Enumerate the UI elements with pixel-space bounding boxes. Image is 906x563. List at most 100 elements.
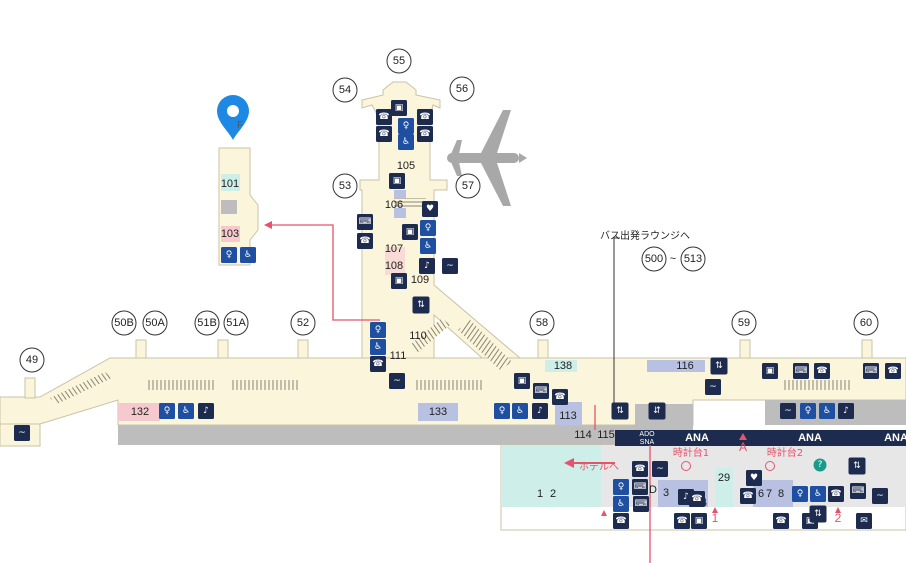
gate-55[interactable]: 55 (386, 48, 412, 74)
accessible-icon: ♿ (810, 486, 826, 502)
room-133[interactable]: 133 (429, 406, 447, 418)
svg-text:~: ~ (446, 261, 454, 271)
phone-icon: ☎ (370, 356, 386, 372)
room-101[interactable]: 101 (221, 178, 239, 190)
shop-icon: ⌨ (632, 479, 648, 495)
svg-text:♿: ♿ (374, 342, 382, 352)
location-pin-icon[interactable] (217, 95, 249, 140)
svg-text:♀: ♀ (375, 325, 382, 335)
room-1[interactable]: 1 (537, 488, 543, 500)
svg-text:♿: ♿ (814, 489, 822, 499)
svg-text:~: ~ (876, 491, 884, 501)
svg-text:⌨: ⌨ (852, 486, 865, 496)
svg-text:♪: ♪ (843, 406, 849, 416)
hotel-label: ホテルへ (579, 461, 619, 473)
room-7[interactable]: 7 (766, 488, 772, 500)
svg-text:☎: ☎ (615, 516, 626, 526)
svg-text:♀: ♀ (226, 250, 233, 260)
gate-50a[interactable]: 50A (142, 310, 168, 336)
phone-icon: ☎ (773, 513, 789, 529)
accessible-icon: ♿ (398, 134, 414, 150)
room-d[interactable]: D (649, 484, 657, 496)
svg-text:☎: ☎ (372, 359, 383, 369)
airline-ana-3: ANA (884, 432, 906, 444)
svg-text:55: 55 (393, 55, 405, 67)
shop-icon: ⌨ (793, 363, 809, 379)
gate-60[interactable]: 60 (853, 310, 879, 336)
room-105[interactable]: 105 (397, 160, 415, 172)
room-106[interactable]: 106 (385, 199, 403, 211)
svg-text:♀: ♀ (403, 121, 410, 131)
svg-text:59: 59 (738, 317, 750, 329)
svg-text:⇅: ⇅ (853, 461, 861, 471)
room-116[interactable]: 116 (676, 360, 694, 372)
svg-text:♀: ♀ (618, 482, 625, 492)
room-8[interactable]: 8 (778, 488, 784, 500)
svg-text:▣: ▣ (406, 227, 415, 237)
room-114[interactable]: 114 (574, 429, 592, 441)
escalator (783, 380, 851, 390)
gate-54[interactable]: 54 (332, 77, 358, 103)
svg-text:♪: ♪ (683, 492, 689, 502)
gate-500[interactable]: 500 (641, 246, 667, 272)
escalator-icon: ⇵ (648, 402, 666, 420)
svg-text:♥: ♥ (426, 204, 434, 214)
phone-icon: ☎ (417, 109, 433, 125)
gate-51a[interactable]: 51A (223, 310, 249, 336)
escalator (230, 380, 298, 390)
accessible-icon: ♿ (178, 403, 194, 419)
gate-513[interactable]: 513 (680, 246, 706, 272)
room-115[interactable]: 115 (597, 429, 615, 441)
gate-50b[interactable]: 50B (111, 310, 137, 336)
smoking-icon: ~ (872, 488, 888, 504)
gate-49[interactable]: 49 (19, 347, 45, 373)
gate-51b[interactable]: 51B (194, 310, 220, 336)
phone-icon: ☎ (689, 491, 705, 507)
svg-text:▣: ▣ (695, 516, 704, 526)
room-110[interactable]: 110 (409, 330, 427, 342)
baggage-icon: ▣ (402, 224, 418, 240)
phone-icon: ☎ (814, 363, 830, 379)
gate-53[interactable]: 53 (332, 173, 358, 199)
room-138[interactable]: 138 (554, 360, 572, 372)
svg-text:☎: ☎ (775, 516, 786, 526)
room-107[interactable]: 107 (385, 243, 403, 255)
room-29[interactable]: 29 (718, 472, 730, 484)
gate-59[interactable]: 59 (731, 310, 757, 336)
svg-text:♿: ♿ (823, 406, 831, 416)
gate-52[interactable]: 52 (290, 310, 316, 336)
svg-text:⌨: ⌨ (359, 217, 372, 227)
smoking-icon: ~ (442, 258, 458, 274)
svg-text:▣: ▣ (393, 176, 402, 186)
gate-58[interactable]: 58 (529, 310, 555, 336)
phone-icon: ☎ (357, 233, 373, 249)
clock-tower-1-label: 時計台1 (673, 446, 709, 459)
gate-57[interactable]: 57 (455, 173, 481, 199)
arrow-left-icon (564, 458, 574, 468)
svg-text:57: 57 (462, 180, 474, 192)
room-108[interactable]: 108 (385, 260, 403, 272)
room-113[interactable]: 113 (559, 410, 577, 422)
room-2[interactable]: 2 (550, 488, 556, 500)
svg-text:53: 53 (339, 180, 351, 192)
room-103[interactable]: 103 (221, 228, 239, 240)
aed-icon: ♥ (746, 470, 762, 486)
room-111[interactable]: 111 (390, 350, 407, 362)
smoking-icon: ~ (705, 379, 721, 395)
svg-text:⌨: ⌨ (535, 386, 548, 396)
svg-text:☎: ☎ (887, 366, 898, 376)
restroom-icon: ♀ (494, 403, 510, 419)
nursing-icon: ♪ (419, 258, 435, 274)
room-109[interactable]: 109 (411, 274, 429, 286)
svg-text:♿: ♿ (244, 250, 252, 260)
svg-text:60: 60 (860, 317, 872, 329)
airplane-icon (447, 110, 527, 206)
room-132[interactable]: 132 (131, 406, 149, 418)
phone-icon: ☎ (417, 126, 433, 142)
svg-text:☎: ☎ (742, 491, 753, 501)
room-3[interactable]: 3 (663, 487, 669, 499)
svg-text:♥: ♥ (750, 473, 758, 483)
room-6[interactable]: 6 (758, 488, 764, 500)
shop-icon: ⌨ (633, 496, 649, 512)
gate-56[interactable]: 56 (449, 76, 475, 102)
